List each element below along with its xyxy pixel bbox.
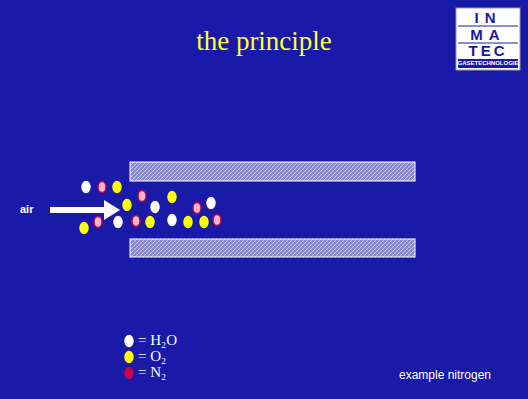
molecule bbox=[123, 200, 131, 211]
logo-text: IN bbox=[456, 9, 520, 26]
molecules bbox=[80, 182, 221, 234]
legend-entry: = N₂ bbox=[124, 366, 204, 382]
logo-subtitle: GASETECHNOLOGIE bbox=[456, 59, 520, 67]
legend-entry: = H₂O bbox=[124, 334, 204, 350]
molecule bbox=[200, 217, 208, 228]
logo-text: MA bbox=[456, 26, 520, 43]
molecule bbox=[168, 215, 176, 226]
legend-swatch-holder bbox=[124, 350, 136, 366]
molecule bbox=[193, 203, 201, 214]
molecule bbox=[207, 198, 215, 209]
legend-swatch-holder bbox=[124, 366, 136, 382]
molecule bbox=[82, 182, 90, 193]
legend-text: = H₂O bbox=[138, 332, 177, 349]
molecule bbox=[113, 182, 121, 193]
air-arrow bbox=[50, 200, 120, 220]
molecule bbox=[184, 217, 192, 228]
molecule bbox=[80, 223, 88, 234]
legend-text: = O₂ bbox=[138, 348, 166, 365]
legend-swatch bbox=[125, 352, 133, 363]
slide-title: the principle bbox=[0, 26, 528, 57]
molecule bbox=[114, 217, 122, 228]
legend-swatch bbox=[125, 336, 133, 347]
logo-frame bbox=[456, 8, 520, 70]
tube-wall bbox=[130, 239, 415, 257]
molecule bbox=[146, 217, 154, 228]
flow-label: air bbox=[20, 203, 46, 216]
molecule bbox=[168, 192, 176, 203]
note: example nitrogen bbox=[370, 368, 520, 382]
legend-entry: = O₂ bbox=[124, 350, 204, 366]
tube-wall bbox=[130, 162, 415, 181]
molecule bbox=[94, 217, 102, 228]
legend-swatch bbox=[125, 368, 133, 379]
molecule bbox=[132, 216, 140, 227]
molecule bbox=[213, 215, 221, 226]
molecule bbox=[138, 191, 146, 202]
legend-text: = N₂ bbox=[138, 364, 166, 381]
logo-text: TEC bbox=[456, 42, 520, 59]
molecule bbox=[151, 202, 159, 213]
legend-swatch-holder bbox=[124, 334, 136, 350]
molecule bbox=[98, 182, 106, 193]
